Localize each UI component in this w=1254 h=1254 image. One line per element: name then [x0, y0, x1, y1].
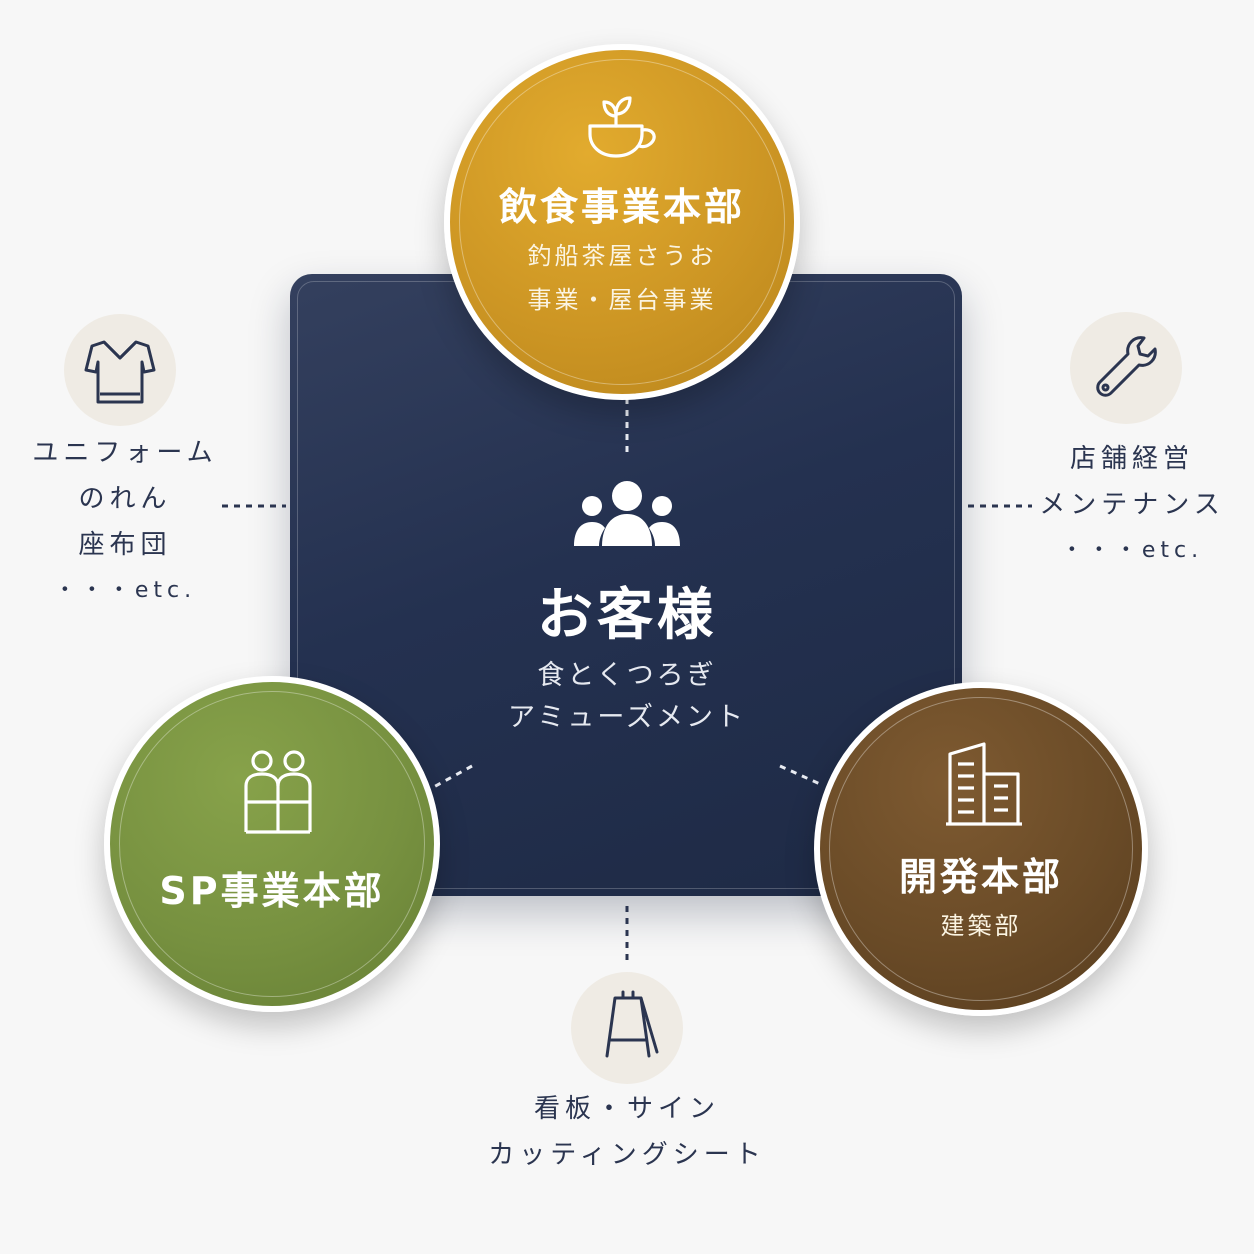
partnership-icon [244, 750, 312, 834]
teacup-sprout-icon [588, 96, 656, 158]
food-division-line2: 事業・屋台事業 [527, 286, 717, 314]
building-icon [946, 742, 1022, 826]
store-service-text: 店舗経営 メンテナンス ・・・etc. [1034, 436, 1230, 574]
sign-line-1: 看板・サイン [533, 1094, 720, 1124]
uniform-line-2: のれん [78, 484, 172, 514]
store-badge [1070, 312, 1182, 424]
uniform-service-text: ユニフォーム のれん 座布団 ・・・etc. [30, 430, 220, 614]
connector-sp [431, 764, 473, 790]
store-line-3: ・・・etc. [1060, 538, 1204, 563]
customer-subtitle-line1: 食とくつろぎ [537, 660, 717, 691]
sp-division-title: SP事業本部 [159, 869, 385, 913]
food-division-circle: 飲食事業本部 釣船茶屋さうお 事業・屋台事業 [444, 44, 800, 400]
uniform-line-4: ・・・etc. [53, 578, 197, 603]
a-frame-sign-icon [605, 990, 659, 1058]
connector-dev [779, 764, 821, 786]
uniform-line-1: ユニフォーム [32, 438, 218, 468]
dev-division-circle: 開発本部 建築部 [814, 682, 1148, 1016]
shirt-icon [84, 340, 156, 404]
people-group-icon [574, 481, 680, 546]
sign-line-2: カッティングシート [488, 1140, 766, 1170]
uniform-line-3: 座布団 [78, 530, 172, 560]
dev-division-line1: 建築部 [940, 912, 1022, 940]
uniform-badge [64, 314, 176, 426]
dev-division-title: 開発本部 [898, 855, 1063, 899]
customer-subtitle-line2: アミューズメント [507, 702, 747, 733]
store-line-2: メンテナンス [1039, 490, 1225, 520]
sign-badge [571, 972, 683, 1084]
customer-subtitle: 食とくつろぎ アミューズメント [440, 655, 814, 739]
customer-title: お客様 [537, 583, 717, 648]
store-line-1: 店舗経営 [1069, 444, 1194, 474]
food-division-line1: 釣船茶屋さうお [527, 242, 717, 270]
sp-division-circle: SP事業本部 [104, 676, 440, 1012]
food-division-title: 飲食事業本部 [498, 185, 745, 229]
wrench-icon [1096, 336, 1157, 397]
sign-service-text: 看板・サイン カッティングシート [460, 1086, 794, 1178]
